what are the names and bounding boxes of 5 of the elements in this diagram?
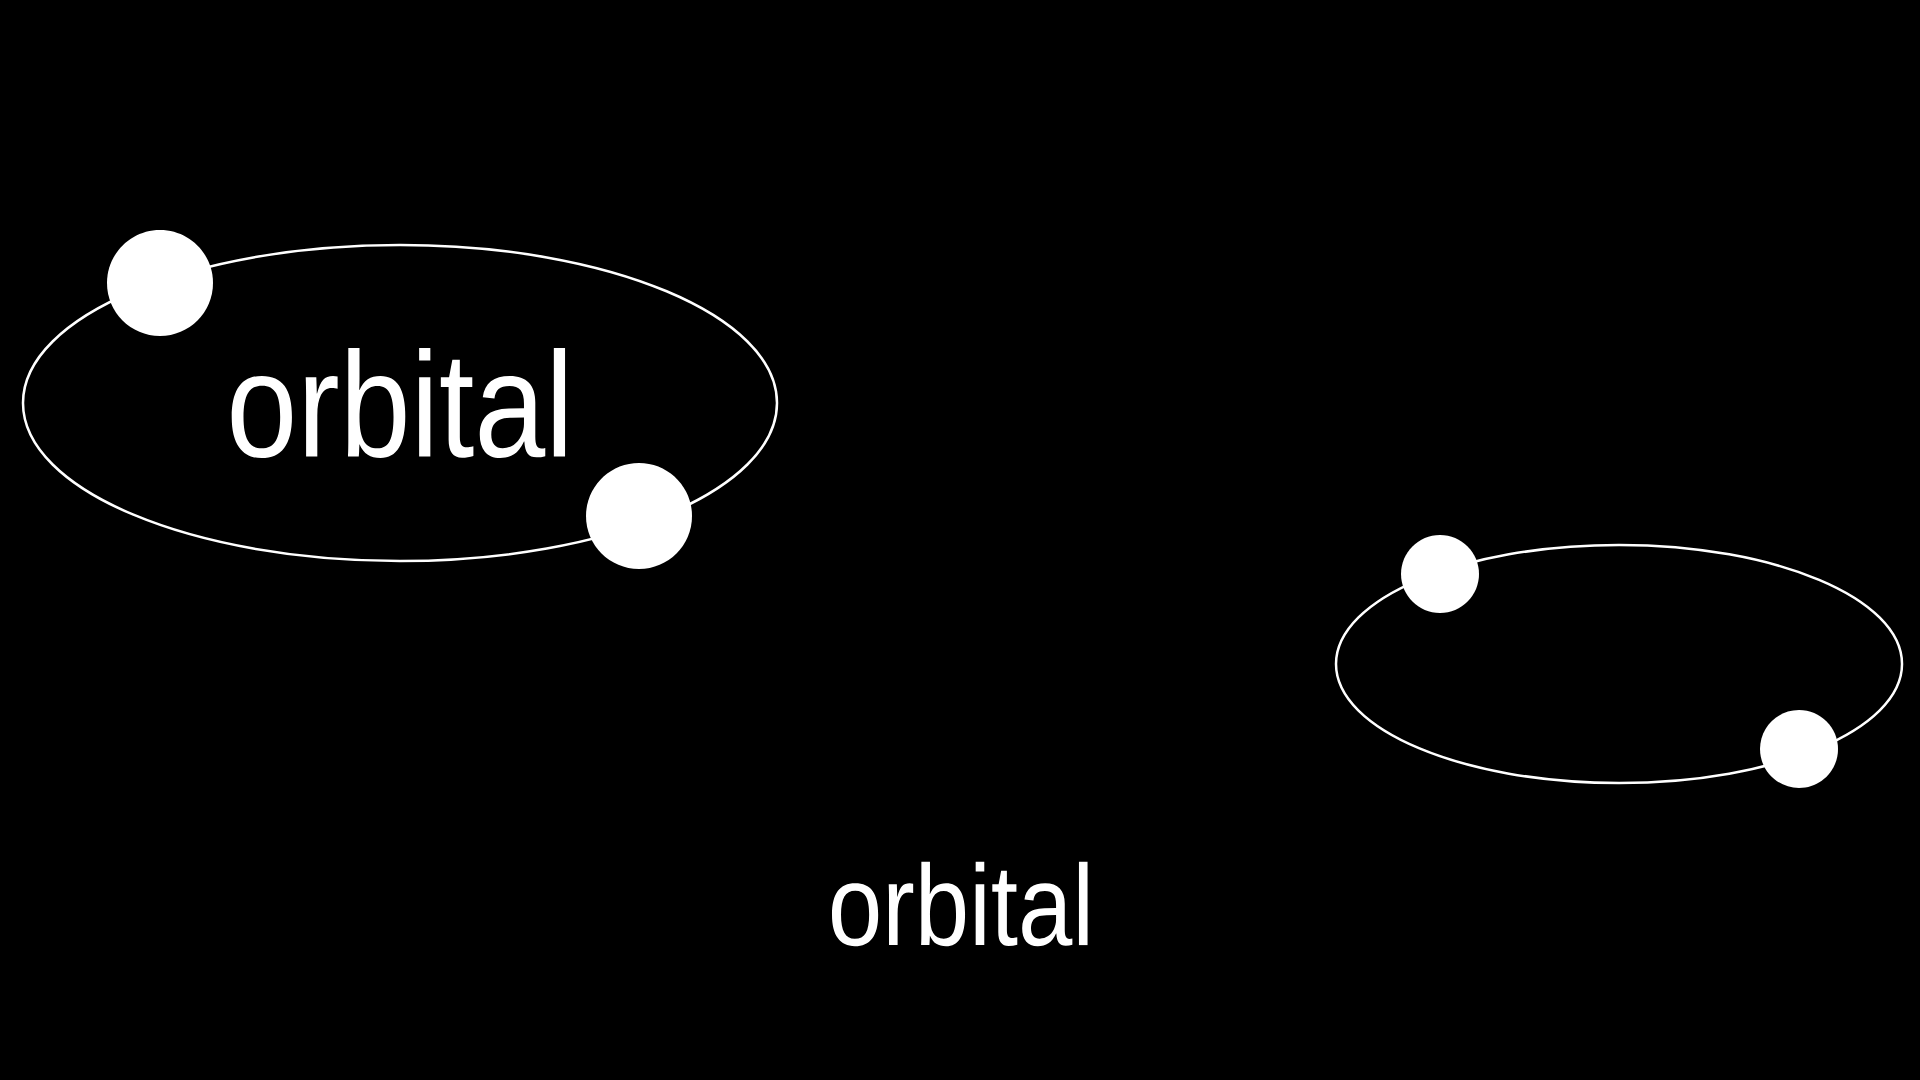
electron-circle bbox=[107, 230, 213, 336]
orbit-ellipse bbox=[1334, 543, 1904, 785]
electron-circle bbox=[586, 463, 692, 569]
caption-text: orbital bbox=[832, 861, 1088, 947]
electron-circle bbox=[1401, 535, 1479, 613]
